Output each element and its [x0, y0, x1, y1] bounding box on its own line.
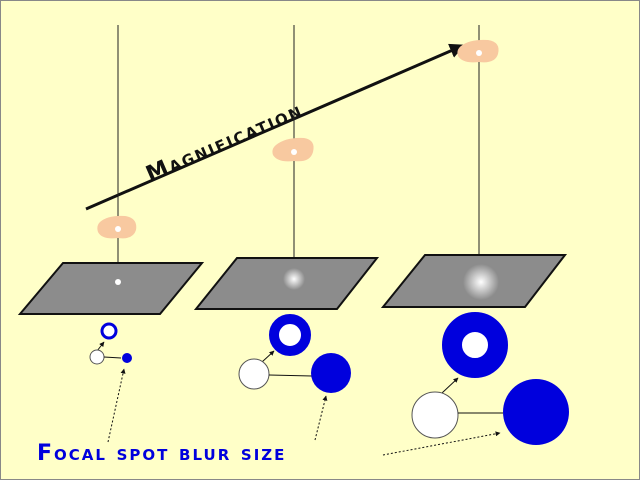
- projection-arrow: [441, 377, 459, 394]
- focal-spot-large: [411, 312, 569, 445]
- focal-spot-blur-label: Focal spot blur size: [37, 441, 286, 466]
- blur-ring-icon: [442, 312, 508, 378]
- setup-low-magnification: [17, 25, 205, 315]
- blur-ring-icon: [269, 314, 311, 356]
- connector-line: [103, 356, 122, 359]
- blur-dot-icon: [503, 379, 569, 445]
- object-marker: [291, 149, 297, 155]
- detector-plate: [17, 262, 205, 315]
- focal-spot-icon: [89, 349, 105, 365]
- focal-spot-small: [89, 322, 132, 365]
- pointer-arrow-medium: [314, 395, 328, 441]
- focal-spot-medium: [238, 314, 351, 393]
- setup-high-magnification: [380, 25, 568, 308]
- blur-ring-icon: [100, 322, 118, 340]
- focal-spot-icon: [411, 391, 459, 439]
- blur-image-large: [463, 264, 499, 300]
- blur-image-medium: [283, 268, 305, 290]
- focal-spot-icon: [238, 358, 270, 390]
- setup-medium-magnification: [193, 25, 380, 310]
- object-marker: [115, 226, 121, 232]
- blur-dot-icon: [122, 353, 132, 363]
- object-marker: [476, 50, 482, 56]
- blur-dot-icon: [311, 353, 351, 393]
- projection-arrow: [96, 341, 105, 352]
- magnification-arrow: [85, 43, 465, 211]
- blur-image-sharp: [115, 279, 121, 285]
- connector-line: [268, 374, 313, 377]
- projection-arrow: [261, 350, 275, 363]
- pointer-arrow-small: [107, 368, 126, 443]
